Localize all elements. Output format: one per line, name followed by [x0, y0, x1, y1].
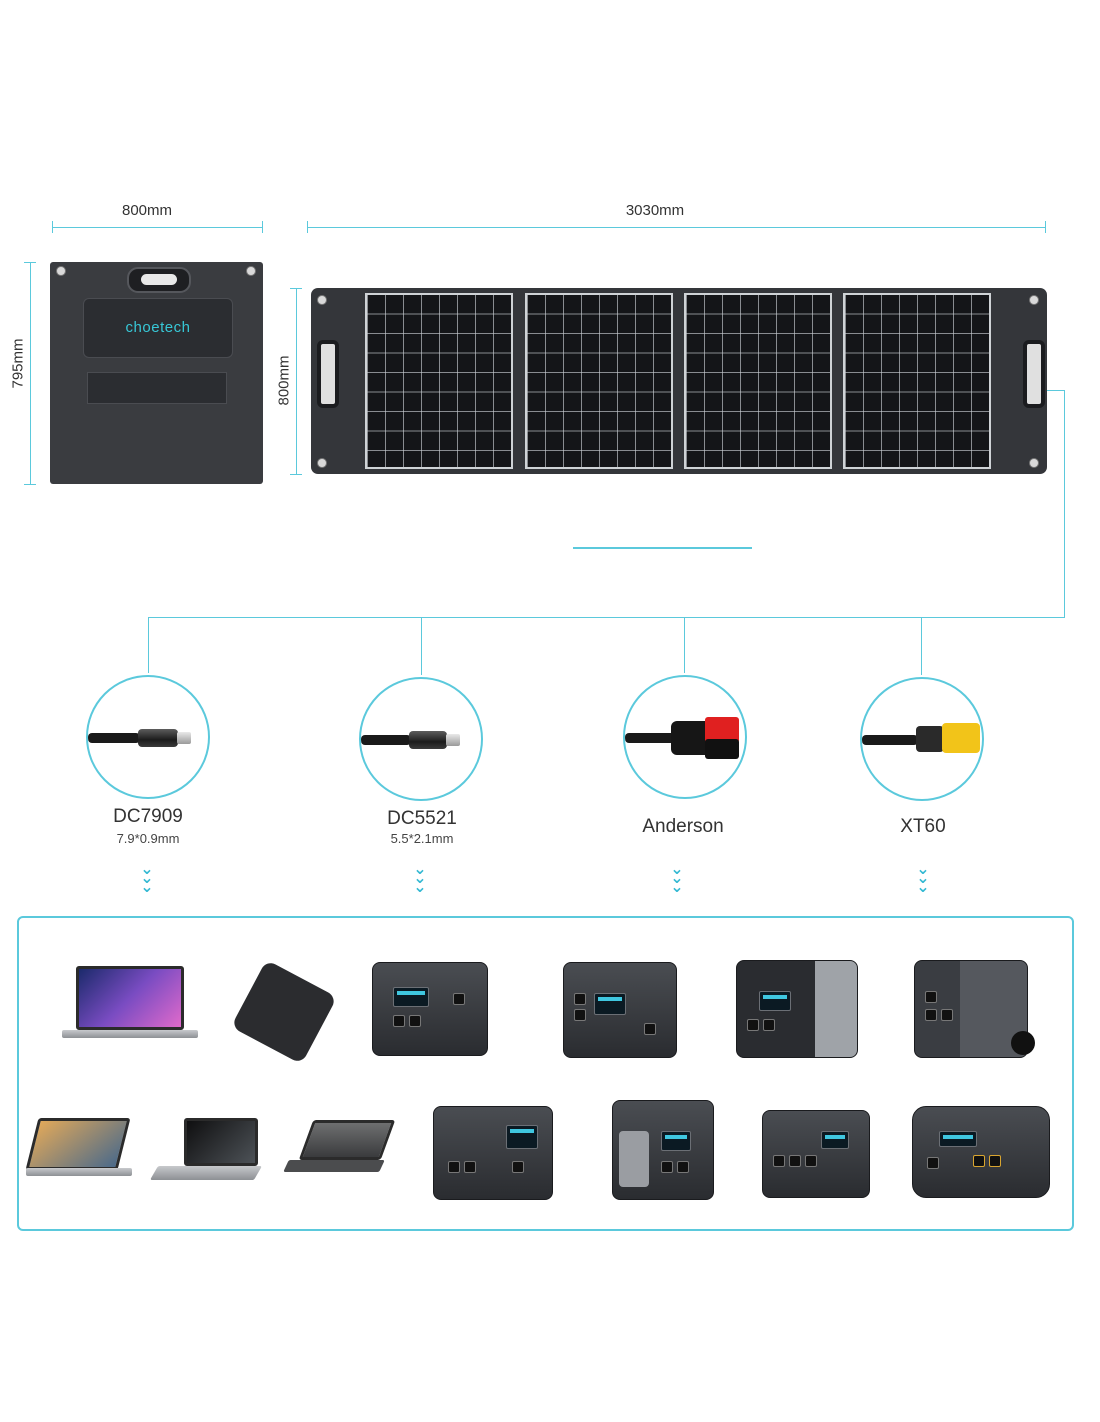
solar-cell-block — [365, 293, 513, 469]
power-station-icon — [736, 960, 858, 1058]
bag-height-label: 795mm — [9, 338, 27, 389]
panel-height-label: 800mm — [275, 355, 293, 406]
solar-cell-block — [525, 293, 673, 469]
panel-handle-left — [317, 340, 339, 408]
brand-logo: choetech — [125, 319, 191, 336]
connector-size: 7.9*0.9mm — [116, 831, 180, 846]
power-station-icon — [372, 962, 488, 1056]
chevron-down-icon: ⌄⌄⌄ — [140, 861, 154, 896]
connector-name: DC5521 — [387, 808, 457, 829]
chevron-down-icon: ⌄⌄⌄ — [916, 861, 930, 896]
panel-length-label: 3030mm — [625, 202, 685, 219]
solar-cell-block — [843, 293, 991, 469]
laptop-icon — [62, 966, 198, 1038]
folded-solar-bag: choetech — [50, 262, 263, 484]
convertible-laptop-icon — [25, 1118, 132, 1180]
grommet-icon — [317, 295, 327, 305]
power-station-icon — [762, 1110, 870, 1198]
chevron-down-icon: ⌄⌄⌄ — [670, 861, 684, 896]
connector-name: XT60 — [900, 816, 946, 837]
laptop-icon — [283, 1120, 396, 1176]
grommet-icon — [317, 458, 327, 468]
bag-pocket: choetech — [83, 298, 233, 358]
xt60-connector-icon — [860, 677, 984, 801]
grommet-icon — [1029, 295, 1039, 305]
barrel-plug-icon — [359, 677, 483, 801]
chevron-down-icon: ⌄⌄⌄ — [413, 861, 427, 896]
grommet-icon — [1029, 458, 1039, 468]
panel-handle-right — [1023, 340, 1045, 408]
connector-name: DC7909 — [113, 806, 183, 827]
grommet-icon — [246, 266, 256, 276]
bag-slot — [87, 372, 227, 404]
unfolded-solar-panel — [311, 288, 1047, 474]
laptop-icon — [149, 1118, 263, 1184]
divider-bar — [573, 547, 752, 549]
carry-handle — [127, 267, 191, 293]
power-bank-icon — [230, 959, 338, 1065]
power-station-icon — [563, 962, 677, 1058]
power-station-icon — [912, 1106, 1050, 1198]
power-station-icon — [612, 1100, 714, 1200]
compatible-devices-panel — [17, 916, 1074, 1231]
connector-name: Anderson — [642, 816, 724, 837]
bag-width-label: 800mm — [121, 202, 173, 219]
power-station-icon — [914, 960, 1035, 1058]
power-station-icon — [433, 1106, 553, 1200]
barrel-plug-icon — [86, 675, 210, 799]
connector-size: 5.5*2.1mm — [390, 831, 454, 846]
solar-cell-block — [684, 293, 832, 469]
anderson-connector-icon — [623, 675, 747, 799]
grommet-icon — [56, 266, 66, 276]
